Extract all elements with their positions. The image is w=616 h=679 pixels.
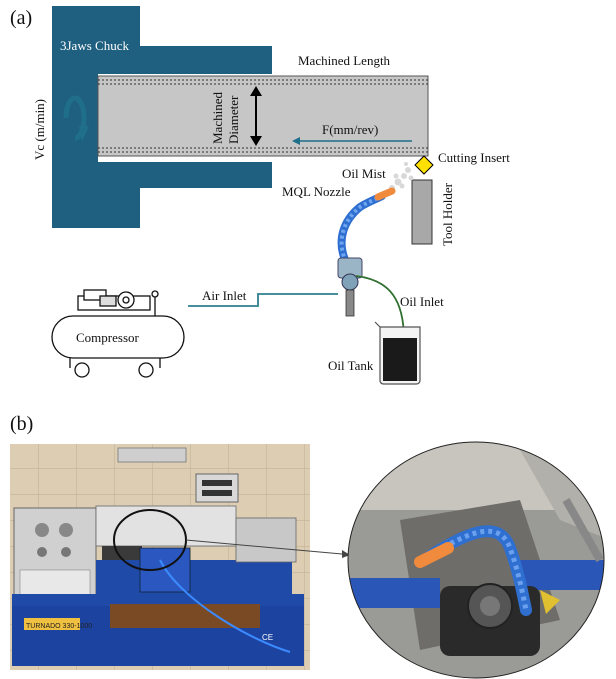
cutting-speed-label: Vc (m/min) (32, 99, 47, 160)
oil-tank (374, 321, 421, 385)
feed-label: F(mm/rev) (322, 122, 378, 137)
oil-tank-label: Oil Tank (328, 358, 374, 373)
oil-mist-label: Oil Mist (342, 166, 386, 181)
machined-diameter-label-1: Machined (210, 92, 225, 144)
machined-diameter-label-2: Diameter (226, 95, 241, 144)
oil-inlet-label: Oil Inlet (400, 294, 444, 309)
mql-nozzle (337, 187, 396, 317)
lathe-model-plate: TURNADO 330-1000 (26, 623, 92, 630)
tool-holder-label: Tool Holder (440, 182, 455, 246)
chuck-upper-jaw (52, 6, 272, 74)
feed-arrow (292, 137, 412, 145)
cutting-insert (414, 155, 434, 175)
compressor (51, 289, 185, 378)
machined-length-label: Machined Length (298, 53, 391, 68)
three-jaws-chuck: 3Jaws Chuck (52, 6, 272, 228)
zoomed-photo-border (347, 441, 605, 679)
workpiece (97, 75, 429, 157)
panel-b: (b) TURNADO 330-1000 CE (10, 413, 605, 679)
chuck-label: 3Jaws Chuck (60, 38, 129, 53)
mql-nozzle-label: MQL Nozzle (282, 184, 351, 199)
air-inlet-line (188, 293, 338, 307)
panel-a-tag: (a) (10, 7, 32, 29)
chuck-lower-jaw (52, 162, 272, 228)
lathe-photo: TURNADO 330-1000 CE (10, 444, 310, 670)
cutting-insert-label: Cutting Insert (438, 150, 510, 165)
air-inlet-label: Air Inlet (202, 288, 247, 303)
compressor-label: Compressor (76, 330, 140, 345)
panel-b-tag: (b) (10, 413, 33, 435)
diameter-arrow (250, 86, 262, 146)
rotation-arrow-icon (60, 95, 89, 142)
tool-holder (411, 179, 433, 245)
panel-a: (a) 3Jaws Chuck Machined (10, 6, 510, 385)
ce-mark: CE (262, 633, 273, 642)
zoom-arrow (185, 539, 350, 558)
